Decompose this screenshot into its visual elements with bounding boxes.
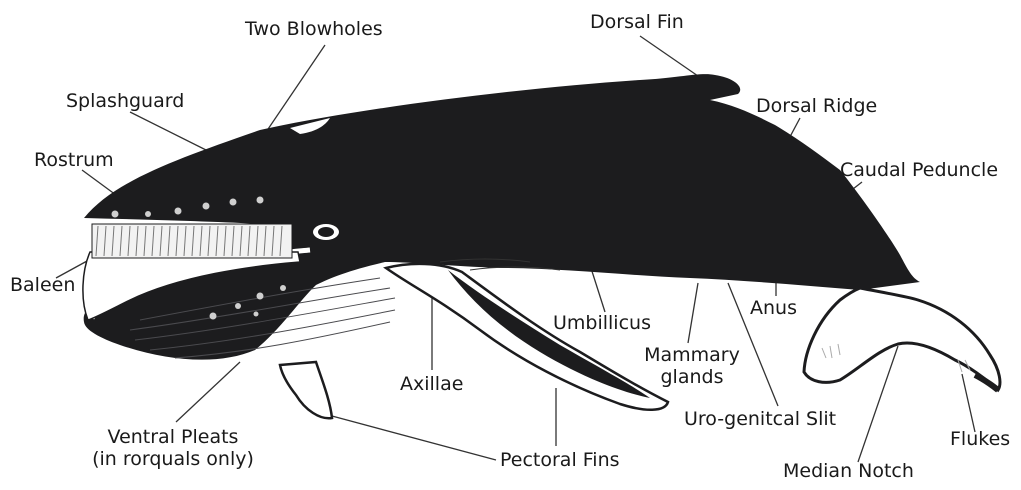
- label-anus: Anus: [750, 297, 797, 319]
- label-mammary-line1: Mammary: [632, 344, 752, 366]
- leader-rostrum: [82, 170, 116, 195]
- label-dorsal-fin: Dorsal Fin: [590, 11, 684, 33]
- label-axillae: Axillae: [400, 373, 463, 395]
- label-ventral-pleats-line2: (in rorquals only): [78, 448, 268, 470]
- leader-ventral-pleats: [176, 362, 240, 422]
- eye-pupil: [318, 227, 334, 237]
- label-median-notch: Median Notch: [783, 460, 914, 482]
- label-mammary-line2: glands: [632, 366, 752, 388]
- label-splashguard: Splashguard: [66, 90, 184, 112]
- leader-flukes: [962, 374, 975, 432]
- leader-splashguard: [130, 112, 210, 152]
- label-pectoral-fins: Pectoral Fins: [500, 449, 620, 471]
- label-rostrum: Rostrum: [34, 149, 114, 171]
- leader-mammary-glands: [688, 283, 698, 343]
- label-flukes: Flukes: [950, 428, 1010, 450]
- label-uro-genital-slit: Uro-genitcal Slit: [684, 408, 836, 430]
- label-umbillicus: Umbillicus: [553, 312, 651, 334]
- pectoral-fin-far: [280, 362, 332, 418]
- label-caudal-peduncle: Caudal Peduncle: [840, 159, 998, 181]
- leader-pectoral-fins-left: [332, 416, 496, 460]
- label-ventral-pleats: Ventral Pleats (in rorquals only): [78, 426, 268, 470]
- leader-dorsal-fin: [640, 36, 698, 76]
- label-baleen: Baleen: [10, 274, 75, 296]
- label-mammary-glands: Mammary glands: [632, 344, 752, 388]
- label-two-blowholes: Two Blowholes: [245, 18, 383, 40]
- label-ventral-pleats-line1: Ventral Pleats: [78, 426, 268, 448]
- flukes: [804, 288, 1000, 390]
- label-dorsal-ridge: Dorsal Ridge: [756, 95, 877, 117]
